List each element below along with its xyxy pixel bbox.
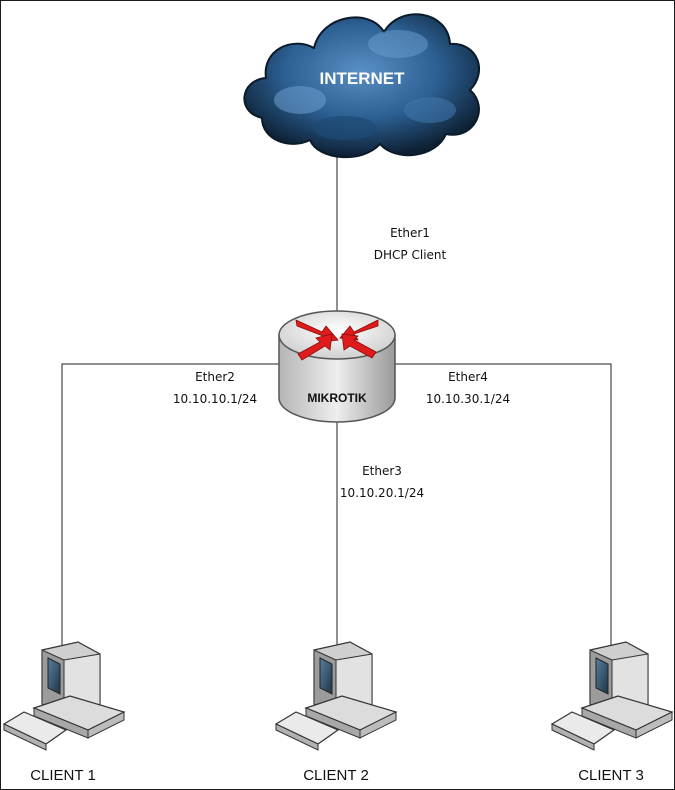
ether3-name: Ether3 [362,464,402,478]
ether4-name: Ether4 [448,370,488,384]
client-3-label: CLIENT 3 [578,767,644,784]
router-icon [278,310,396,423]
ether4-label: Ether4 10.10.30.1/24 [418,366,518,410]
client-2-label: CLIENT 2 [303,767,369,784]
connection-lines [61,150,612,645]
link-ether4 [395,363,612,645]
client-2-pc-icon [274,641,398,751]
ether1-name: Ether1 [390,226,430,240]
ether3-label: Ether3 10.10.20.1/24 [332,460,432,504]
internet-label: INTERNET [320,69,406,88]
link-ether2 [61,363,280,645]
router-label: MIKROTIK [307,391,367,405]
internet-cloud-icon [243,13,480,158]
client-1-label: CLIENT 1 [30,767,96,784]
ether2-name: Ether2 [195,370,235,384]
ether2-info: 10.10.10.1/24 [172,392,258,406]
ether4-info: 10.10.30.1/24 [425,392,511,406]
ether2-label: Ether2 10.10.10.1/24 [165,366,265,410]
ether1-info: DHCP Client [373,248,447,262]
client-1-pc-icon [2,641,126,751]
client-3-pc-icon [550,641,674,751]
ether1-label: Ether1 DHCP Client [365,222,455,266]
ether3-info: 10.10.20.1/24 [339,486,425,500]
